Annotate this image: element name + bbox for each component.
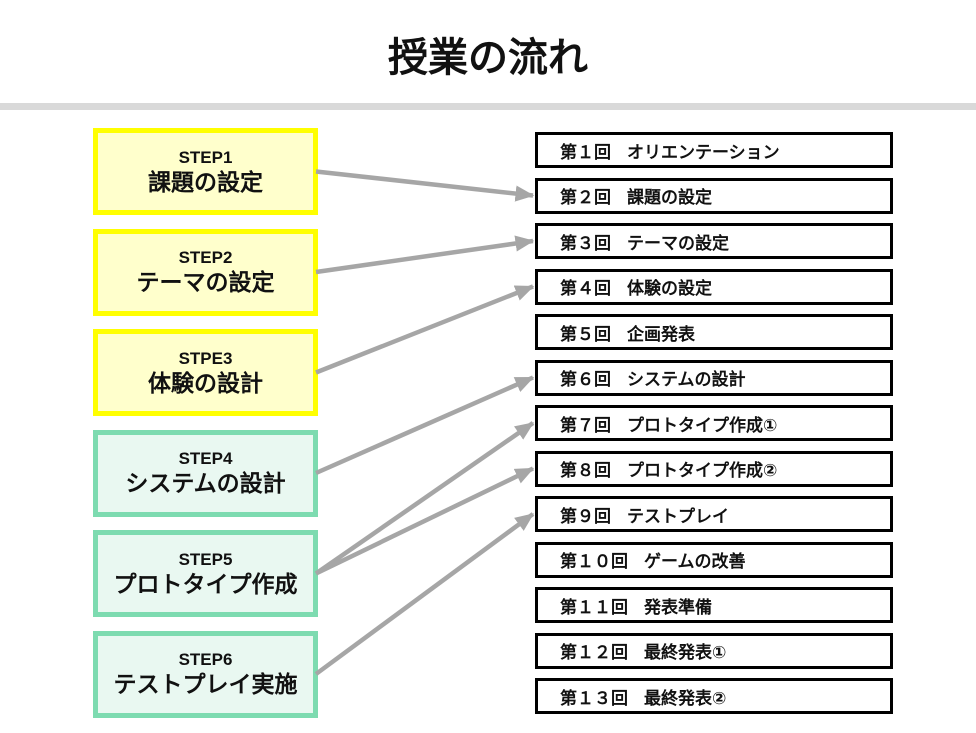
step-box-6: STEP6 テストプレイ実施 [93,630,318,718]
step-box-2: STEP2 テーマの設定 [93,228,318,316]
session-title: 最終発表① [644,643,727,662]
session-number: 第５回 [560,324,611,344]
session-row-7: 第７回 プロトタイプ作成① [535,405,893,441]
session-row-1: 第１回 オリエンテーション [535,132,893,168]
session-title: システムの設計 [627,370,746,389]
session-title: 課題の設定 [627,188,712,207]
step-name-label: テーマの設定 [136,269,275,296]
session-title: オリエンテーション [627,142,780,162]
title-divider [0,103,976,110]
step-number-label: STEP6 [178,650,233,669]
session-row-8: 第８回 プロトタイプ作成② [535,450,893,487]
flow-arrow [315,284,535,375]
session-row-12: 第１２回 最終発表① [535,632,893,669]
session-number: 第１０回 [560,552,628,571]
step-name-label: プロトタイプ作成 [113,570,298,597]
step-box-1: STEP1 課題の設定 [93,128,318,215]
session-number: 第９回 [560,506,611,526]
session-number: 第１回 [560,142,611,162]
step-number-label: STEP5 [178,549,233,569]
step-name-label: テストプレイ実施 [113,671,298,698]
step-number-label: STPE3 [178,348,233,368]
step-box-4: STEP4 システムの設計 [93,429,318,517]
session-row-3: 第３回 テーマの設定 [535,223,893,259]
session-title: 企画発表 [627,324,695,344]
session-row-9: 第９回 テストプレイ [535,496,893,532]
session-title: 最終発表② [644,688,727,708]
session-number: 第６回 [560,370,611,389]
session-row-6: 第６回 システムの設計 [535,359,893,396]
session-number: 第１１回 [560,597,628,617]
session-number: 第１２回 [560,643,628,662]
step-name-label: 課題の設定 [148,168,263,195]
session-row-2: 第２回 課題の設定 [535,177,893,214]
session-title: テーマの設定 [627,233,729,253]
step-number-label: STEP1 [178,147,233,167]
step-name-label: 体験の設計 [148,369,263,396]
step-number-label: STEP2 [178,248,233,267]
session-row-10: 第１０回 ゲームの改善 [535,541,893,578]
session-number: 第３回 [560,233,611,253]
session-title: ゲームの改善 [644,552,746,571]
step-box-3: STPE3 体験の設計 [93,329,318,416]
session-title: プロトタイプ作成① [627,415,778,435]
step-number-label: STEP4 [178,449,233,468]
session-number: 第７回 [560,415,611,435]
flow-arrow [315,375,535,476]
session-number: 第８回 [560,461,611,480]
session-title: 発表準備 [644,597,712,617]
flow-arrow [314,421,535,576]
sessions-column: 第１回 オリエンテーション 第２回 課題の設定 第３回 テーマの設定 第４回 体… [535,132,893,714]
session-title: テストプレイ [627,506,729,526]
flow-arrow [315,235,535,275]
step-box-5: STEP5 プロトタイプ作成 [93,530,318,617]
flow-arrow [315,169,535,202]
session-number: 第２回 [560,188,611,207]
flow-arrow [314,512,535,676]
session-row-5: 第５回 企画発表 [535,314,893,350]
session-number: 第１３回 [560,688,628,708]
session-title: プロトタイプ作成② [627,461,778,480]
session-title: 体験の設定 [627,279,712,298]
page-title: 授業の流れ [388,36,588,80]
session-row-11: 第１１回 発表準備 [535,587,893,623]
steps-column: STEP1 課題の設定 STEP2 テーマの設定 STPE3 体験の設計 STE… [93,128,318,718]
flow-arrow [315,466,535,576]
session-number: 第４回 [560,279,611,298]
session-row-4: 第４回 体験の設定 [535,268,893,305]
session-row-13: 第１３回 最終発表② [535,678,893,714]
step-name-label: システムの設計 [125,470,286,497]
